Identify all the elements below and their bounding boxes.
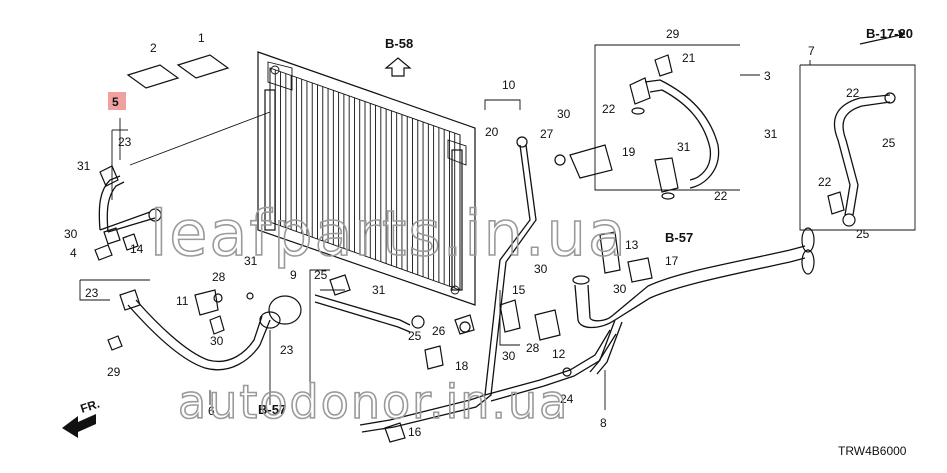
ref-top: B-58: [385, 36, 413, 51]
callout: 27: [540, 127, 554, 141]
watermark: autodonor.in.ua: [178, 375, 569, 429]
bracket-11: [194, 289, 254, 335]
callout: 30: [557, 107, 571, 121]
callout: 31: [677, 140, 691, 154]
ref-top-right: B-17-20: [866, 26, 913, 41]
callout: 25: [856, 227, 870, 241]
callout: 22: [602, 102, 616, 116]
callout: 8: [600, 416, 607, 430]
callout-numbers: 1 2 3 4 5 6 7 8 9 10 11 12 13 14 15 16 1…: [64, 27, 896, 439]
callout: 15: [512, 283, 526, 297]
callout: 29: [666, 27, 680, 41]
ref-bottom: B-57: [258, 402, 286, 417]
callout: 16: [408, 425, 422, 439]
callout: 28: [212, 270, 226, 284]
callout: 23: [85, 286, 99, 300]
bracket-19: [554, 144, 613, 179]
watermark: leafparts.in.ua: [150, 197, 628, 270]
callout: 2: [150, 41, 157, 55]
hose-17: [572, 227, 815, 375]
callout: 12: [552, 347, 566, 361]
callout: 17: [665, 254, 679, 268]
diagram-code: TRW4B6000: [838, 444, 907, 458]
callout: 9: [290, 268, 297, 282]
callout: 20: [485, 125, 499, 139]
bracket-15: [424, 299, 561, 370]
callout: 22: [846, 86, 860, 100]
callout: 29: [107, 365, 121, 379]
callout: 23: [118, 135, 132, 149]
up-arrow-icon: [384, 57, 412, 77]
highlight-box: [108, 92, 126, 110]
callout: 31: [764, 127, 778, 141]
front-arrow-icon: [62, 414, 96, 438]
hose-3: [629, 54, 720, 200]
hose-6: [107, 289, 302, 405]
hose-5: [94, 92, 271, 261]
ref-right: B-57: [665, 230, 693, 245]
callout: 31: [77, 159, 91, 173]
direction-label: FR.: [79, 397, 102, 416]
callout: 19: [622, 145, 636, 159]
callout: 25: [314, 268, 328, 282]
callout: 30: [613, 282, 627, 296]
pipe-8: [484, 329, 617, 402]
pipe-9: [314, 274, 471, 333]
callout: 30: [210, 334, 224, 348]
callout: 14: [130, 242, 144, 256]
callout: 11: [176, 294, 189, 308]
pipe-7: [827, 92, 896, 227]
callout: 10: [502, 78, 516, 92]
callout: 6: [208, 404, 215, 418]
callout: 22: [714, 189, 728, 203]
condenser: [257, 51, 476, 306]
callout: 26: [432, 324, 446, 338]
callout: 23: [280, 343, 294, 357]
callout: 25: [882, 136, 896, 150]
callout: 3: [764, 69, 771, 83]
callout: 25: [408, 329, 422, 343]
callout: 30: [534, 262, 548, 276]
callout: 30: [64, 227, 78, 241]
gasket-plates: [126, 54, 230, 89]
direction-arrows: [62, 30, 906, 438]
callout: 31: [244, 254, 258, 268]
callout: 21: [682, 51, 696, 65]
callout: 30: [502, 349, 516, 363]
callout: 18: [455, 359, 469, 373]
callout: 24: [560, 392, 574, 406]
callout: 13: [625, 238, 639, 252]
callout: 28: [526, 341, 540, 355]
callout highlighted-callout: 5: [112, 95, 119, 109]
callout: 7: [808, 44, 815, 58]
callout: 31: [372, 283, 386, 297]
callout: 4: [70, 246, 77, 260]
callout: 1: [198, 31, 205, 45]
leader-lines: [79, 44, 916, 410]
callout: 22: [818, 175, 832, 189]
